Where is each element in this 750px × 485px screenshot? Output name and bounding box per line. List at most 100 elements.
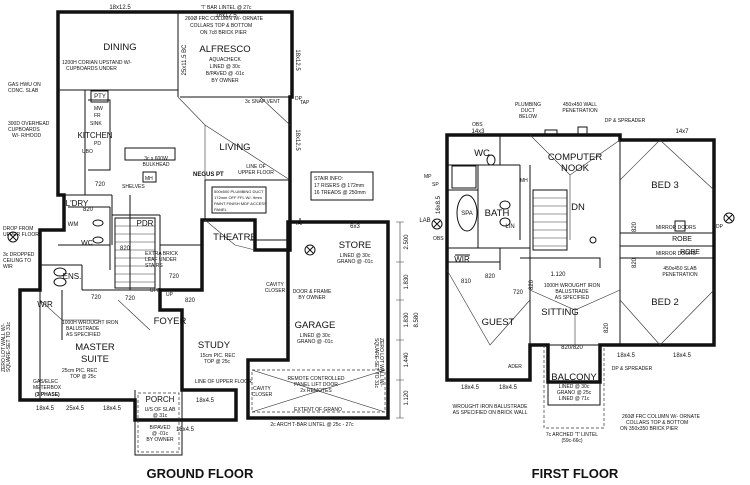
note-plumb-3: BELOW: [519, 114, 537, 120]
dim-first-w6: 820: [604, 322, 610, 333]
dim-garage-2: 1.830: [404, 274, 410, 290]
note-wib-1: WROUGHT IRON BALUSTRADE: [453, 404, 529, 410]
note-duct-3: PAINT FINISH MDF ACCESS: [214, 201, 267, 206]
note-gas-1: GAS HWU ON: [8, 82, 41, 88]
note-arch-1: 7c ARCHED 'T' LINTEL: [546, 432, 598, 438]
note-gas-2: CONC. SLAB: [8, 88, 39, 94]
shower-box: [451, 165, 477, 189]
note-snap-vent: 3c SNAP VENT: [245, 99, 280, 105]
note-porch-1: U/S OF SLAB: [145, 407, 177, 413]
dim-garage-1: 2.500: [404, 234, 410, 250]
note-wib-2: AS SPECIFIED ON BRICK WALL: [453, 410, 528, 416]
note-remote-2: PANEL LIFT DOOR: [294, 382, 338, 388]
note-mh-first: MH: [520, 178, 528, 184]
dim-first-d1: 1.120: [550, 272, 566, 278]
note-meter-1: GAS/ELEC: [33, 379, 58, 385]
note-cavity-b-2: CLOSER: [252, 392, 273, 398]
room-wir-first: WIR: [454, 255, 470, 264]
ground-x-marker-left: [7, 231, 19, 243]
note-drop-floor-1: DROP FROM: [3, 226, 33, 232]
dim-first-b4: 18x4.5: [673, 353, 692, 359]
first-ceiling-diagonals: [446, 134, 715, 346]
note-corian-2: CUPBOARDS UNDER: [66, 66, 117, 72]
note-meter-2: METERBOX: [33, 385, 62, 391]
dim-first-b3: 18x4.5: [617, 353, 636, 359]
room-suite: SUITE: [81, 354, 109, 365]
room-wm: WM: [68, 222, 79, 228]
dim-ground-top-2: 18x12.5: [215, 13, 237, 19]
note-frc-first-1: 260Ø FRC COLUMN W/- ORNATE: [622, 414, 701, 420]
room-pty: PTY: [94, 94, 106, 100]
dim-ground-top-3: 25x11.5 BC: [182, 44, 188, 76]
duct-symbol: [544, 129, 558, 137]
note-porch-3: B/PAVED: [150, 425, 171, 431]
dim-ground-side-2: 18x12.5: [294, 129, 300, 151]
dim-first-w7: 720: [513, 290, 524, 296]
dim-first-b5: 820/820: [561, 345, 583, 351]
note-line-upper-study: LINE OF UPPER FLOOR: [195, 379, 252, 385]
dim-store-top: 6x3: [350, 224, 360, 230]
kitchen-bench: [88, 99, 111, 171]
note-balcony-2: GRANO @ 25c: [557, 390, 592, 396]
note-dropped-1: 3c DROPPED: [3, 252, 35, 258]
garage-dimension-line: [396, 221, 404, 419]
garage-door-x: [251, 369, 386, 413]
room-ens: ENS.: [63, 272, 82, 281]
room-lin: LIN: [505, 224, 514, 230]
pdr-toilet: [92, 219, 104, 227]
note-arch-lintel: 2c ARCH T-BAR LINTEL @ 25c - 27c: [270, 422, 354, 428]
first-interior-walls: [447, 135, 714, 346]
room-dining: DINING: [103, 42, 136, 53]
note-store-1: LINED @ 30c: [340, 253, 371, 259]
balcony-dash: [543, 345, 605, 429]
note-door-1: DOOR & FRAME: [293, 289, 332, 295]
note-porch-2: @ 31c: [153, 413, 168, 419]
note-alfresco-1: AQUACHECK: [209, 57, 241, 63]
room-store: STORE: [339, 240, 372, 251]
first-x-marker-left: [431, 218, 443, 230]
dim-first-b2: 18x4.5: [499, 385, 518, 391]
room-nook: NOOK: [561, 163, 590, 174]
note-ader: ADER: [508, 364, 522, 370]
note-study-2: TOP @ 25c: [204, 359, 231, 365]
note-zero-lot-3: ZERO LOT WALL W/-: [378, 338, 384, 387]
dim-first-w1: 820: [485, 274, 496, 280]
note-line-upper-2: UPPER FLOOR: [238, 170, 274, 176]
dim-ground-b1: 18x4.5: [36, 406, 55, 412]
note-pd: PD: [94, 141, 101, 147]
note-alfresco-4: BY OWNER: [211, 78, 239, 84]
dim-first-b1: 18x4.5: [461, 385, 480, 391]
dim-first-w5: 810: [461, 279, 472, 285]
porch-dash: [137, 392, 180, 453]
wall-penetration-symbol: [577, 126, 588, 136]
note-cavity-b-1: CAVITY: [253, 386, 271, 392]
note-dp-spreader-1: DP & SPREADER: [605, 118, 646, 124]
room-robe-1: ROBE: [672, 236, 692, 243]
note-remote-1: REMOTE CONTROLLED: [288, 376, 345, 382]
note-upr: UPR: [150, 288, 161, 294]
ground-floor-plan: DINING ALFRESCO LIVING KITCHEN L'DRY PDR…: [1, 5, 420, 456]
note-duct-1: 500x500 PLUMBING DUCT: [214, 189, 264, 194]
room-garage: GARAGE: [295, 320, 336, 331]
note-mp: MP: [424, 174, 432, 180]
dim-ground-w6: 820: [185, 298, 196, 304]
note-wrought-2: BALUSTRADE: [66, 326, 100, 332]
first-x-marker-right: [723, 212, 735, 224]
room-bath: BATH: [485, 208, 510, 219]
note-dropped-3: WIR: [3, 264, 13, 270]
note-negus: NEGUS PT: [193, 172, 224, 178]
spa-bath-tub: [456, 194, 478, 232]
dim-first-top-2: 14x7: [675, 129, 689, 135]
note-shelves: SHELVES: [122, 184, 145, 190]
note-dp-1: DP: [295, 96, 303, 102]
dim-first-top-1: 14x3: [471, 129, 485, 135]
note-wallpen-2: PENETRATION: [562, 108, 598, 114]
note-corian-1: 1200H CORIAN UPSTAND W/-: [62, 60, 132, 66]
note-wi-3: AS SPECIFIED: [555, 295, 590, 301]
note-alfresco-3: B/PAVED @ -01c: [206, 71, 245, 77]
note-stair-info-3: 16 TREADS @ 250mm: [314, 190, 366, 196]
note-wallpen-1: 450x450 WALL: [563, 102, 597, 108]
room-master: MASTER: [75, 342, 115, 353]
room-spa: SPA: [461, 211, 473, 217]
